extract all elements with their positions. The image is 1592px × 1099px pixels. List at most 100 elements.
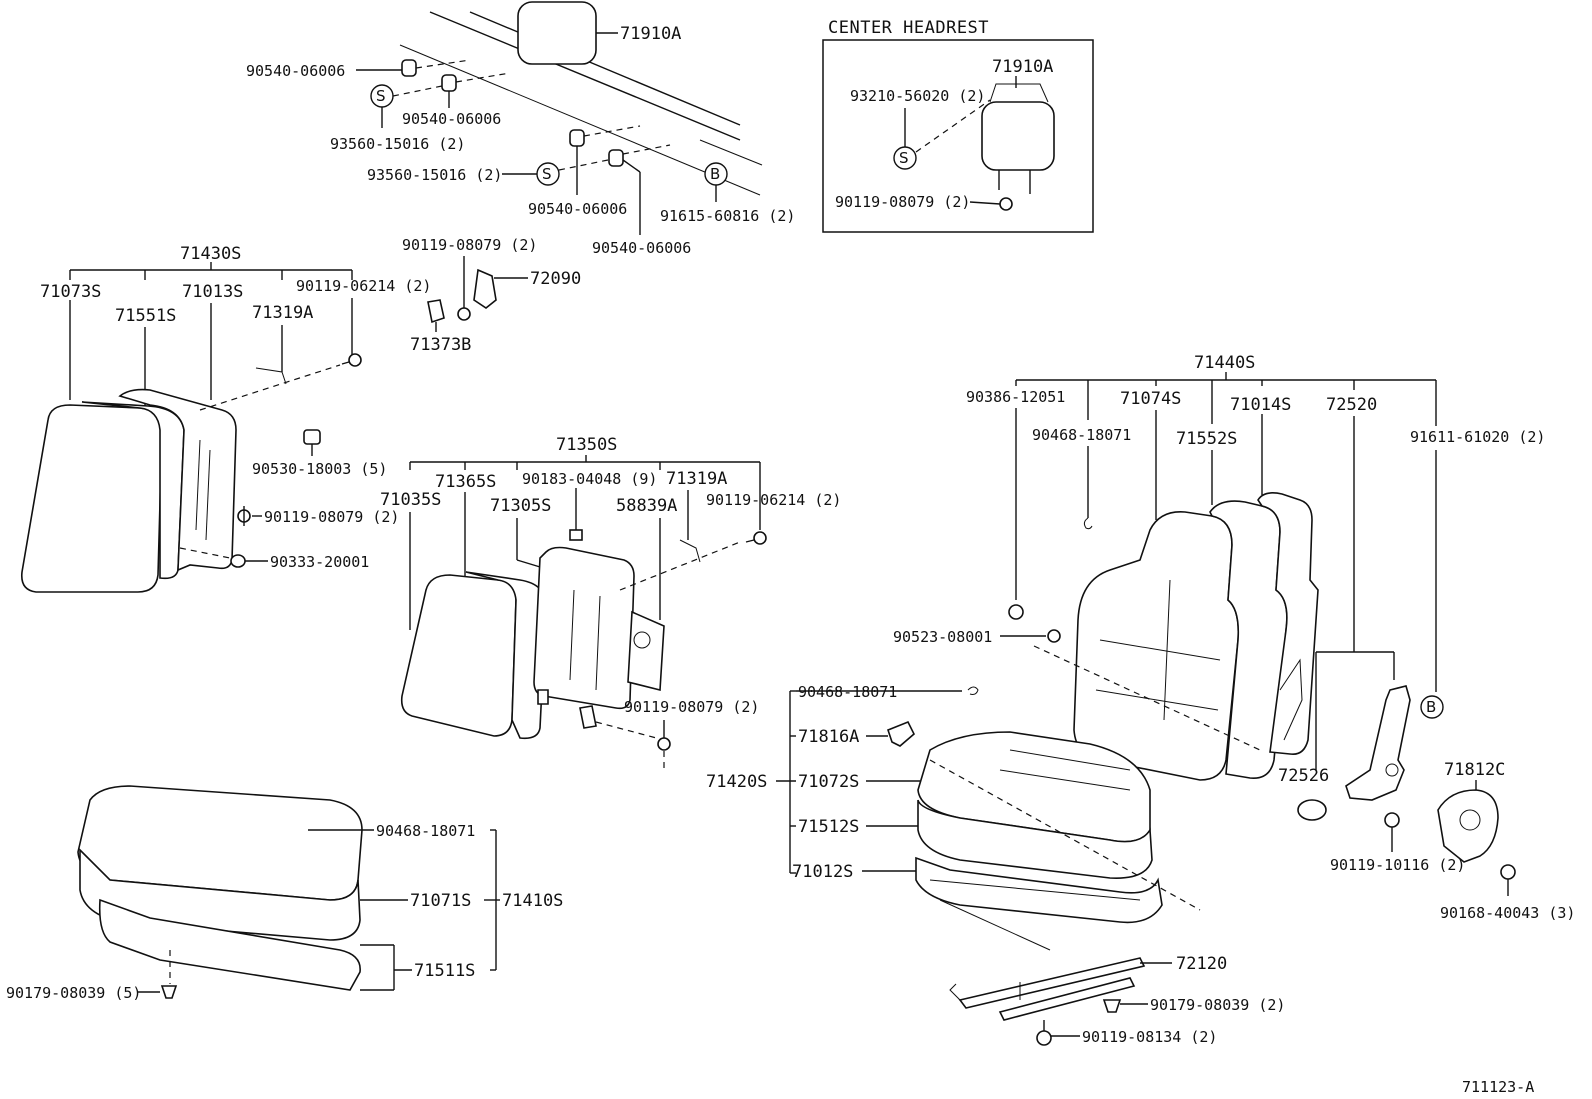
frame-71410S [98, 898, 361, 991]
clip-90179-08039-bench [160, 985, 178, 999]
label-71014S: 71014S [1230, 395, 1291, 415]
symbol-s-center: S [893, 146, 917, 170]
label-71511S: 71511S [414, 961, 475, 981]
symbol-s-b: S [536, 162, 560, 186]
symbol-b-top: B [704, 162, 728, 186]
svg-text:S: S [542, 165, 552, 183]
bolt-90119-08079-top [457, 307, 471, 321]
label-71073S: 71073S [40, 282, 101, 302]
bracket-71319A-a [255, 367, 287, 385]
cushion-71072S [917, 731, 1151, 843]
cover-58839A [627, 610, 665, 692]
label-71420S: 71420S [706, 772, 767, 792]
label-90468-18071-back: 90468-18071 [1032, 426, 1131, 444]
bolt-90119-06214-a [341, 353, 362, 367]
center-headrest-box: CENTER HEADREST [822, 18, 1094, 233]
label-71910A-top: 71910A [620, 24, 681, 44]
symbol-b-recliner: B [1420, 695, 1444, 719]
label-71305S: 71305S [490, 496, 551, 516]
label-71072S: 71072S [798, 772, 859, 792]
clip-90179-08039-rail [1102, 999, 1122, 1013]
headrest-71910A-top [517, 1, 597, 65]
label-90119-08134: 90119-08134 (2) [1082, 1028, 1217, 1046]
label-71812C: 71812C [1444, 760, 1505, 780]
label-71410S: 71410S [502, 891, 563, 911]
roof-rail-lines [399, 11, 763, 196]
bolt-90119-10116 [1384, 812, 1400, 828]
label-93560-15016-b: 93560-15016 (2) [367, 166, 502, 184]
label-72120: 72120 [1176, 954, 1227, 974]
label-72090: 72090 [530, 269, 581, 289]
label-90523-08001: 90523-08001 [893, 628, 992, 646]
center-headrest-title: CENTER HEADREST [828, 18, 989, 38]
frame-71305S [533, 529, 635, 710]
label-72520: 72520 [1326, 395, 1377, 415]
label-90179-08039-rail: 90179-08039 (2) [1150, 996, 1285, 1014]
seatback-71074S [1073, 511, 1240, 781]
label-90119-08079-top: 90119-08079 (2) [402, 236, 537, 254]
label-71319A-a: 71319A [252, 303, 313, 323]
bolt-90119-08079-mid [657, 737, 671, 751]
clip-71373B [427, 299, 445, 324]
frame-71014S [1257, 492, 1319, 756]
label-71071S: 71071S [410, 891, 471, 911]
bracket-bottom-mid [537, 689, 597, 729]
clip-90468-18071-back [1083, 517, 1093, 530]
seat-track-72120 [949, 957, 1146, 1021]
ring-90333-20001 [230, 554, 246, 568]
label-93560-15016-a: 93560-15016 (2) [330, 135, 465, 153]
label-71430S: 71430S [180, 244, 241, 264]
label-90468-18071-bench: 90468-18071 [376, 822, 475, 840]
label-71816A: 71816A [798, 727, 859, 747]
svg-text:B: B [710, 165, 720, 183]
label-90119-08079-mid: 90119-08079 (2) [624, 698, 759, 716]
label-71440S: 71440S [1194, 353, 1255, 373]
knob-72526 [1297, 799, 1327, 821]
nut-90523-08001 [1047, 629, 1061, 643]
label-90119-06214-b: 90119-06214 (2) [706, 491, 841, 509]
label-90119-08079-center: 90119-08079 (2) [835, 193, 970, 211]
label-90540-06006-d: 90540-06006 [592, 239, 691, 257]
label-90119-06214-a: 90119-06214 (2) [296, 277, 431, 295]
label-71074S: 71074S [1120, 389, 1181, 409]
bolt-90119-08079-left [237, 506, 251, 526]
label-90183-04048: 90183-04048 (9) [522, 470, 657, 488]
bracket-71816A [887, 720, 915, 747]
label-90468-18071-seat: 90468-18071 [798, 683, 897, 701]
label-90119-10116: 90119-10116 (2) [1330, 856, 1465, 874]
label-91611-61020: 91611-61020 (2) [1410, 428, 1545, 446]
bushing-90540-06006-b [441, 74, 457, 92]
bracket-71319A-b [679, 539, 701, 563]
bolt-90119-06214-b [745, 531, 767, 545]
clip-90530-18003 [303, 429, 321, 445]
label-58839A: 58839A [616, 496, 677, 516]
label-71551S: 71551S [115, 306, 176, 326]
label-91615-60816: 91615-60816 (2) [660, 207, 795, 225]
label-93210-56020: 93210-56020 (2) [850, 87, 985, 105]
label-71035S: 71035S [380, 490, 441, 510]
label-90168-40043: 90168-40043 (3) [1440, 904, 1575, 922]
screw-90168-40043 [1500, 864, 1516, 880]
svg-text:S: S [899, 149, 909, 167]
recliner-72520 [1345, 685, 1411, 801]
label-71373B: 71373B [410, 335, 471, 355]
label-71319A-b: 71319A [666, 469, 727, 489]
label-90333-20001: 90333-20001 [270, 553, 369, 571]
label-71910A-center: 71910A [992, 57, 1053, 77]
bracket-72090 [473, 268, 497, 309]
bushing-90540-06006-d [608, 149, 624, 167]
label-90119-08079-left: 90119-08079 (2) [264, 508, 399, 526]
label-90540-06006-c: 90540-06006 [528, 200, 627, 218]
drawing-number: 711123-A [1462, 1078, 1534, 1096]
label-90530-18003: 90530-18003 (5) [252, 460, 387, 478]
cap-90386-12051 [1008, 604, 1024, 620]
label-71552S: 71552S [1176, 429, 1237, 449]
seatback-71073S [20, 404, 163, 593]
label-90179-08039-bench: 90179-08039 (5) [6, 984, 141, 1002]
label-72526: 72526 [1278, 766, 1329, 786]
label-90386-12051: 90386-12051 [966, 388, 1065, 406]
label-71512S: 71512S [798, 817, 859, 837]
svg-text:S: S [376, 87, 386, 105]
label-90540-06006-b: 90540-06006 [402, 110, 501, 128]
